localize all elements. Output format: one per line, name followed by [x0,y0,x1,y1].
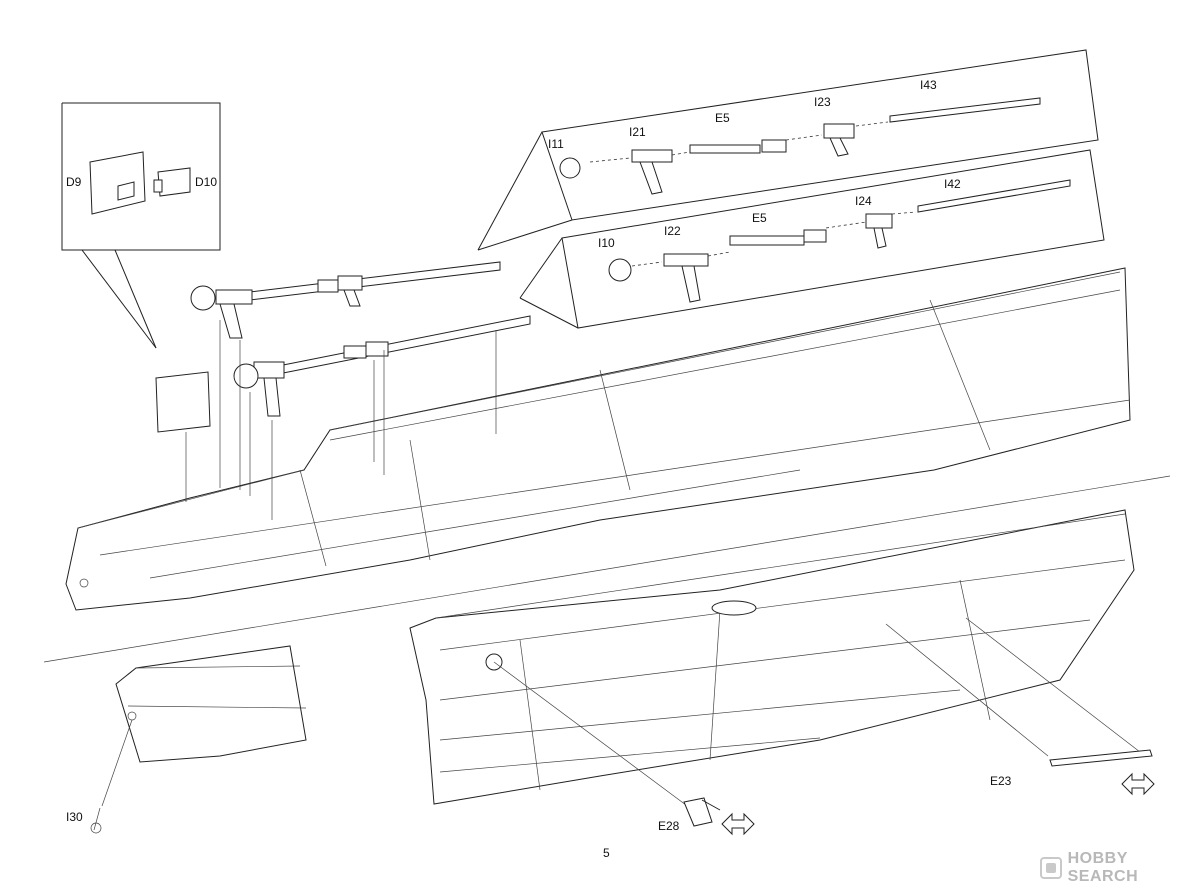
part-label-i22: I22 [664,224,681,238]
double-arrow-icon [721,812,755,836]
watermark: HOBBY SEARCH [1040,850,1200,886]
part-label-i10: I10 [598,236,615,250]
part-label-e5-upper: E5 [715,111,730,125]
part-label-i23: I23 [814,95,831,109]
part-label-i30: I30 [66,810,83,824]
part-label-i21: I21 [629,125,646,139]
lower-shaft-callout [519,149,1105,329]
anchor-part-e28 [683,797,721,827]
bow-anchor-detail [90,645,307,834]
double-arrow-icon [1121,772,1155,796]
part-label-d10: D10 [195,175,218,189]
part-label-d9: D9 [66,175,82,189]
watermark-text: HOBBY SEARCH [1067,850,1139,885]
part-label-e23: E23 [990,774,1012,788]
part-label-i42: I42 [944,177,961,191]
part-label-i11: I11 [548,137,564,151]
hobby-search-logo-icon [1040,857,1062,879]
stern-hull-section [65,267,1131,611]
page-number: 5 [603,846,610,860]
rudder-detail-callout [61,102,221,349]
upper-shaft-callout [477,49,1099,251]
shaft-assemblies [155,261,531,520]
part-label-e28: E28 [658,819,680,833]
part-label-e5-lower: E5 [752,211,767,225]
part-label-i24: I24 [855,194,872,208]
bow-hull-section [409,509,1141,809]
section-divider [43,475,1171,663]
part-label-i43: I43 [920,78,937,92]
spar-part-e23 [1049,749,1153,767]
